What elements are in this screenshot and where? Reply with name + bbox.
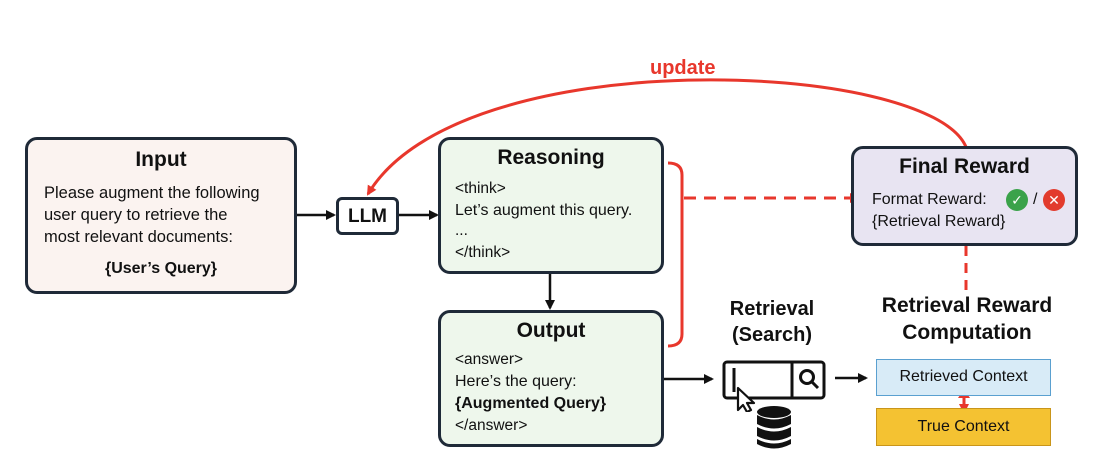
true-context-label: True Context [917, 418, 1010, 435]
retrieved-context-label: Retrieved Context [899, 368, 1028, 385]
output-box: Output <answer> Here’s the query: {Augme… [438, 310, 664, 447]
final-reward-title: Final Reward [899, 155, 1030, 178]
red-bracket [667, 161, 684, 348]
llm-box: LLM [336, 197, 399, 235]
output-line-1: <answer> [455, 351, 524, 368]
reward-separator: / [1033, 191, 1038, 208]
retrieval-title-line-1: Retrieval [729, 298, 815, 320]
update-label: update [650, 57, 716, 79]
reward-computation-line-2: Computation [902, 321, 1032, 344]
input-line-1: Please augment the following [44, 184, 260, 202]
reasoning-line-1: <think> [455, 180, 506, 197]
output-line-4: </answer> [455, 417, 528, 434]
reasoning-title: Reasoning [497, 146, 605, 169]
input-line-2: user query to retrieve the [44, 206, 228, 224]
retrieval-title-line-2: (Search) [731, 324, 813, 346]
reasoning-box: Reasoning <think> Let’s augment this que… [438, 137, 664, 274]
reasoning-line-4: </think> [455, 244, 511, 261]
llm-label: LLM [347, 206, 388, 227]
database-icon [757, 406, 791, 449]
output-line-2: Here’s the query: [455, 373, 577, 390]
retrieval-reward-label: {Retrieval Reward} [872, 213, 1006, 230]
user-query-placeholder: {User’s Query} [104, 260, 218, 277]
augmented-query-placeholder: {Augmented Query} [455, 395, 607, 412]
true-context-box: True Context [876, 408, 1051, 446]
search-bar-icon [722, 360, 826, 412]
format-reward-label: Format Reward: [872, 191, 987, 208]
cross-icon: ✕ [1043, 189, 1065, 211]
input-title: Input [135, 148, 187, 171]
check-icon: ✓ [1006, 189, 1028, 211]
update-arrow [366, 78, 968, 196]
final-reward-box: Final Reward Format Reward: ✓ / ✕ {Retri… [851, 146, 1078, 246]
retrieved-context-box: Retrieved Context [876, 359, 1051, 396]
reasoning-line-2: Let’s augment this query. [455, 202, 633, 219]
input-box: Input Please augment the following user … [25, 137, 297, 294]
reward-computation-line-1: Retrieval Reward [881, 294, 1053, 317]
reasoning-line-3: ... [455, 222, 468, 239]
input-line-3: most relevant documents: [44, 228, 233, 246]
output-title: Output [516, 319, 586, 342]
